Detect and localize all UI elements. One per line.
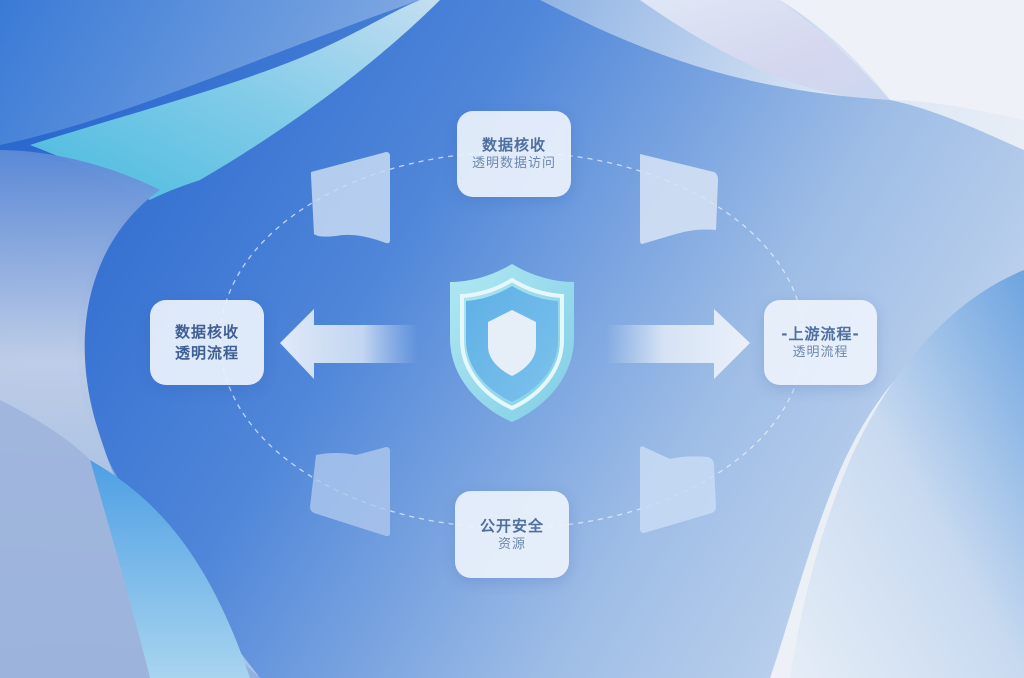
node-bottom-subtitle: 资源 [497,536,526,552]
node-right-title: -上游流程- [781,324,860,343]
node-right-subtitle: 透明流程 [792,344,849,360]
node-left-title: 数据核收 [174,323,239,342]
node-top-subtitle: 透明数据访问 [471,156,556,172]
node-left-subtitle: 透明流程 [174,343,239,362]
node-top: 数据核收 透明数据访问 [457,111,571,197]
arrow-right-icon [606,309,750,379]
node-bottom: 公开安全 资源 [455,491,569,578]
panel-tile-bottom-right [640,446,716,533]
node-bottom-title: 公开安全 [479,516,544,535]
node-left: 数据核收 透明流程 [150,300,264,385]
panel-tile-top-right [640,154,718,244]
arrow-left-icon [280,309,418,379]
node-right: -上游流程- 透明流程 [764,300,877,385]
shield-icon [450,264,574,422]
panel-tile-bottom-left [310,447,390,537]
panel-tile-top-left [311,152,390,244]
node-top-title: 数据核收 [481,136,546,155]
